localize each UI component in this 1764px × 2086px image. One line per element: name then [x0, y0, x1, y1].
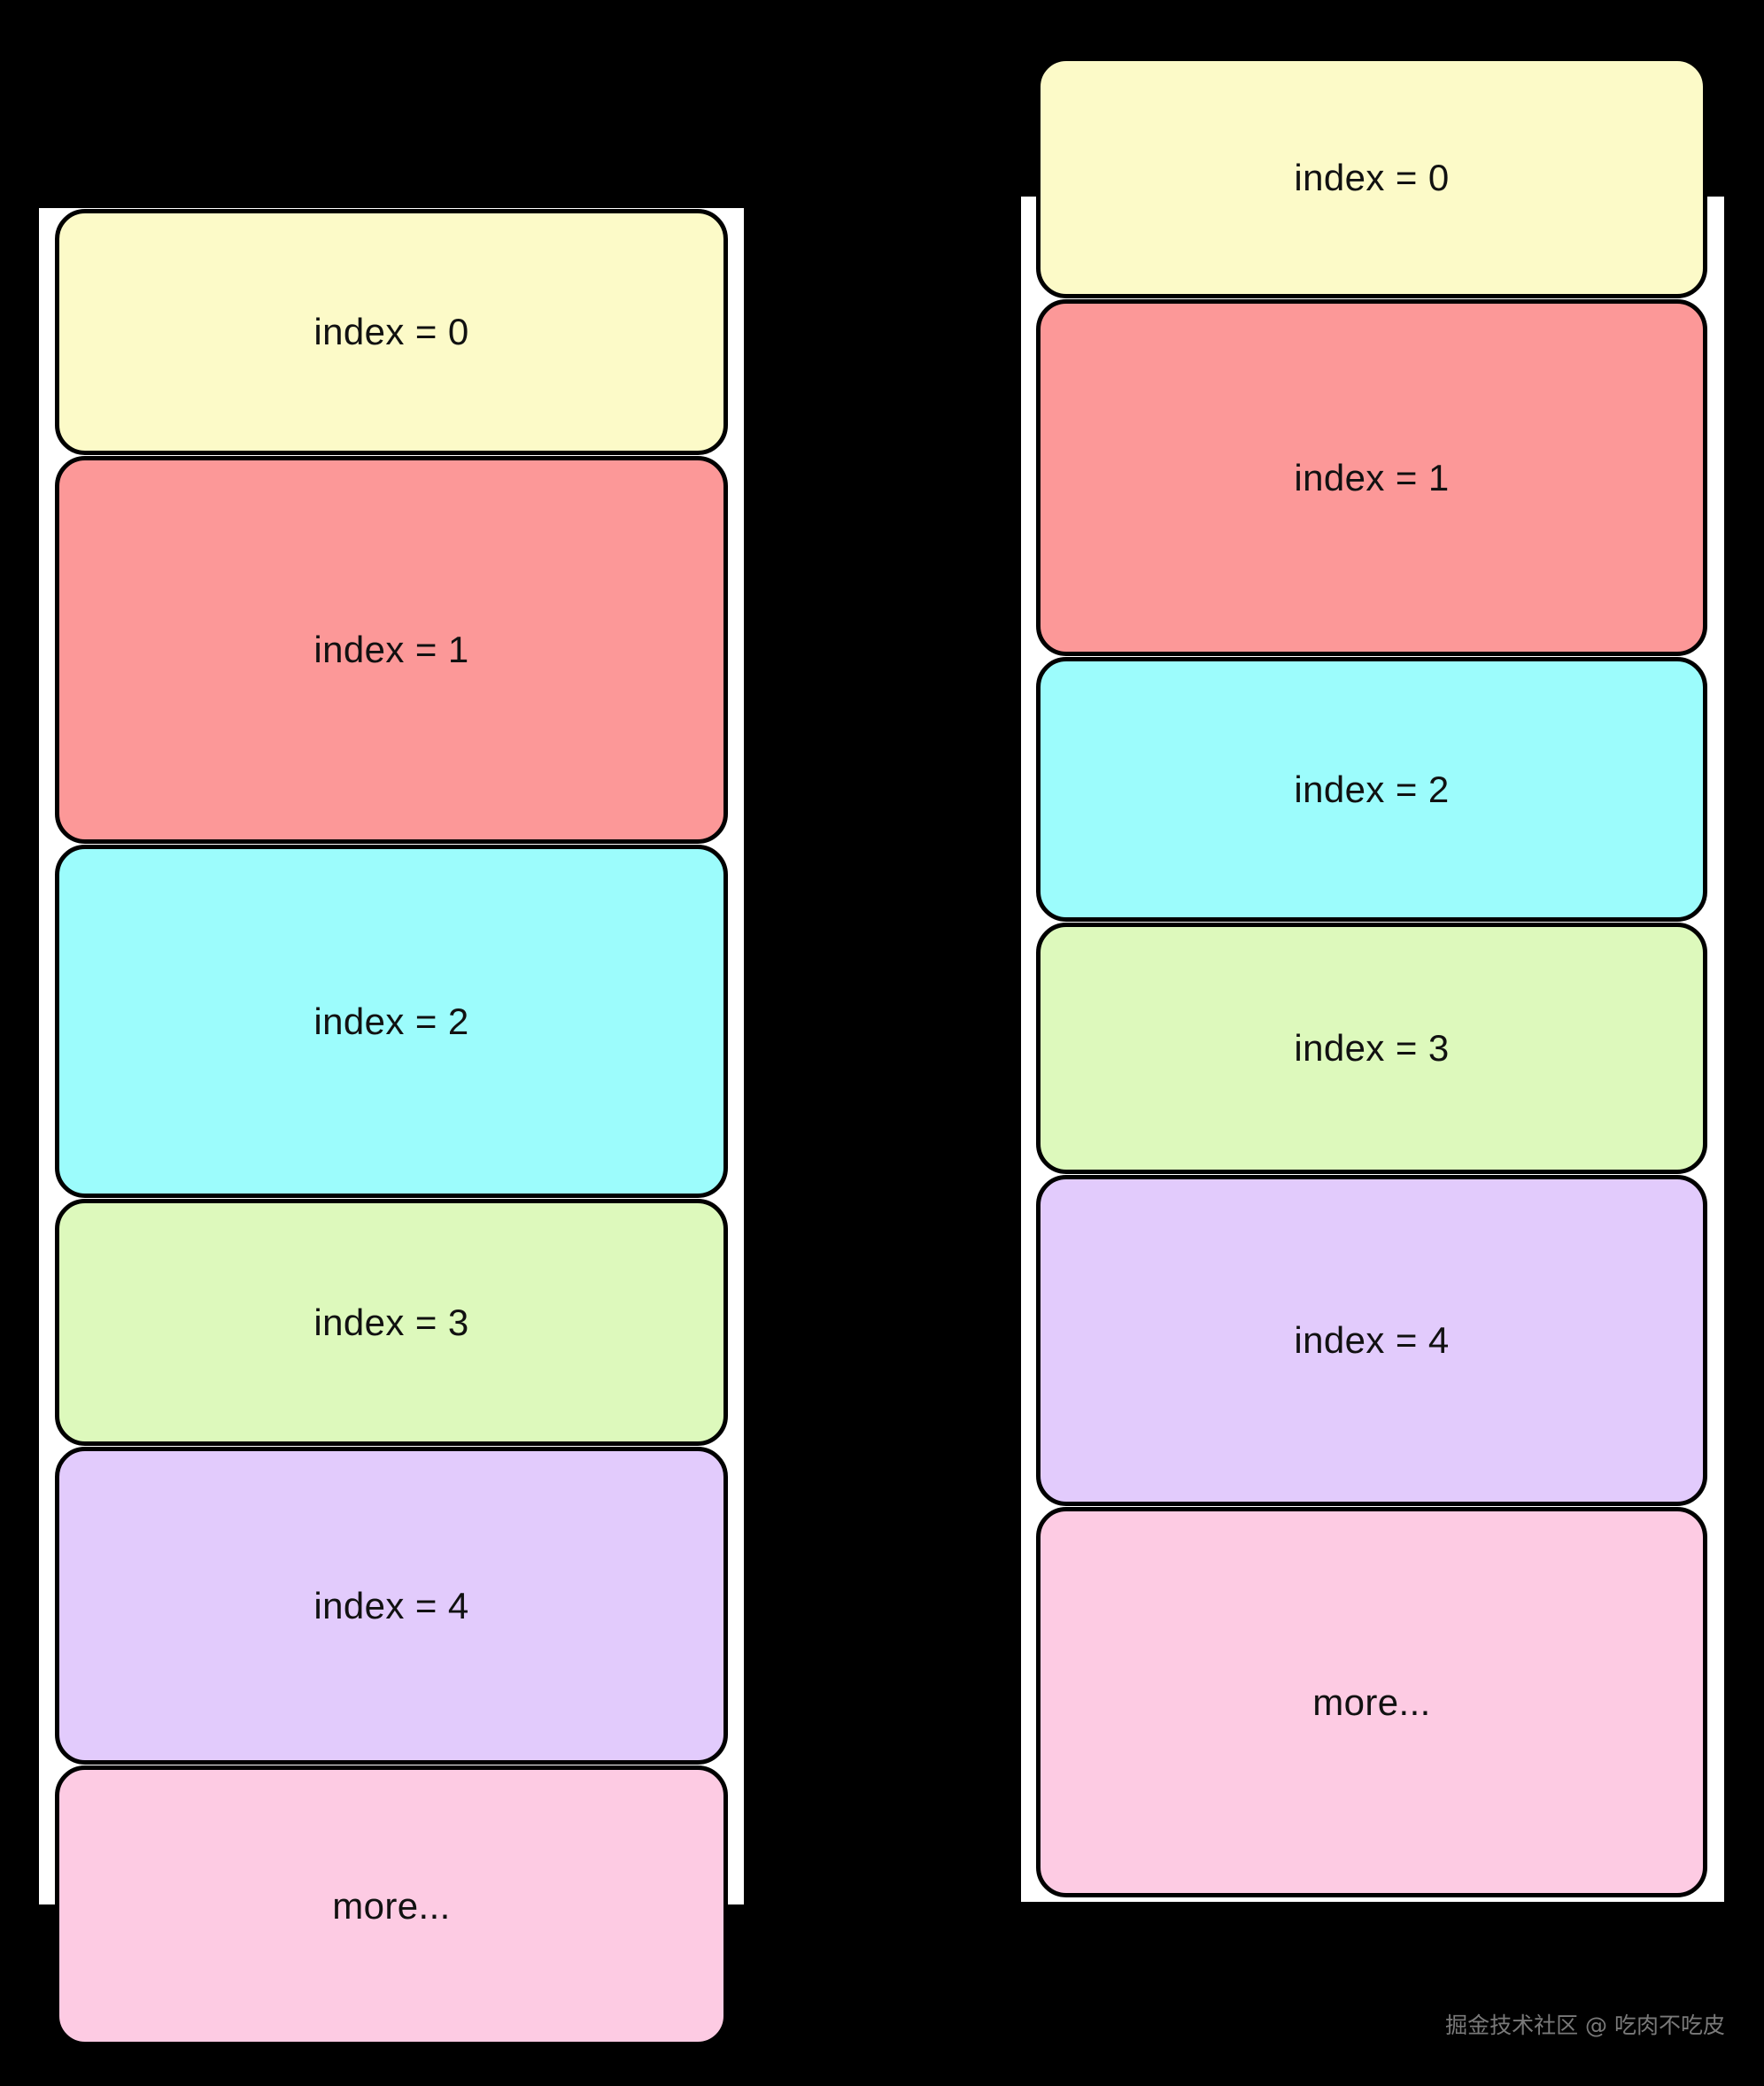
right-list-item-more[interactable]: more...: [1036, 1507, 1707, 1897]
watermark: 掘金技术社区 @ 吃肉不吃皮: [1445, 2013, 1725, 2038]
right-list-item-2-label: index = 2: [1294, 768, 1450, 810]
left-list-item-0[interactable]: index = 0: [55, 209, 728, 455]
right-list-item-0-label: index = 0: [1294, 156, 1450, 198]
left-list-item-3[interactable]: index = 3: [55, 1199, 728, 1446]
left-list-item-2-label: index = 2: [313, 1000, 469, 1042]
right-list-item-1[interactable]: index = 1: [1036, 299, 1707, 656]
right-list-item-3[interactable]: index = 3: [1036, 923, 1707, 1174]
left-list-item-0-label: index = 0: [313, 311, 469, 352]
left-list-item-4-label: index = 4: [313, 1584, 469, 1626]
right-list-item-3-label: index = 3: [1294, 1027, 1450, 1069]
right-list-item-more-label: more...: [1312, 1680, 1431, 1723]
right-list-item-0[interactable]: index = 0: [1036, 57, 1707, 298]
left-list-item-more[interactable]: more...: [55, 1765, 728, 2046]
right-list-item-4[interactable]: index = 4: [1036, 1175, 1707, 1506]
left-list-item-2[interactable]: index = 2: [55, 845, 728, 1198]
left-list-item-1-label: index = 1: [313, 629, 469, 670]
right-list-item-2[interactable]: index = 2: [1036, 657, 1707, 922]
right-list-item-4-label: index = 4: [1294, 1319, 1450, 1361]
left-list-item-3-label: index = 3: [313, 1301, 469, 1343]
left-list-item-1[interactable]: index = 1: [55, 456, 728, 844]
left-list-item-more-label: more...: [332, 1884, 451, 1927]
left-list-item-4[interactable]: index = 4: [55, 1447, 728, 1765]
right-list-item-1-label: index = 1: [1294, 456, 1450, 498]
